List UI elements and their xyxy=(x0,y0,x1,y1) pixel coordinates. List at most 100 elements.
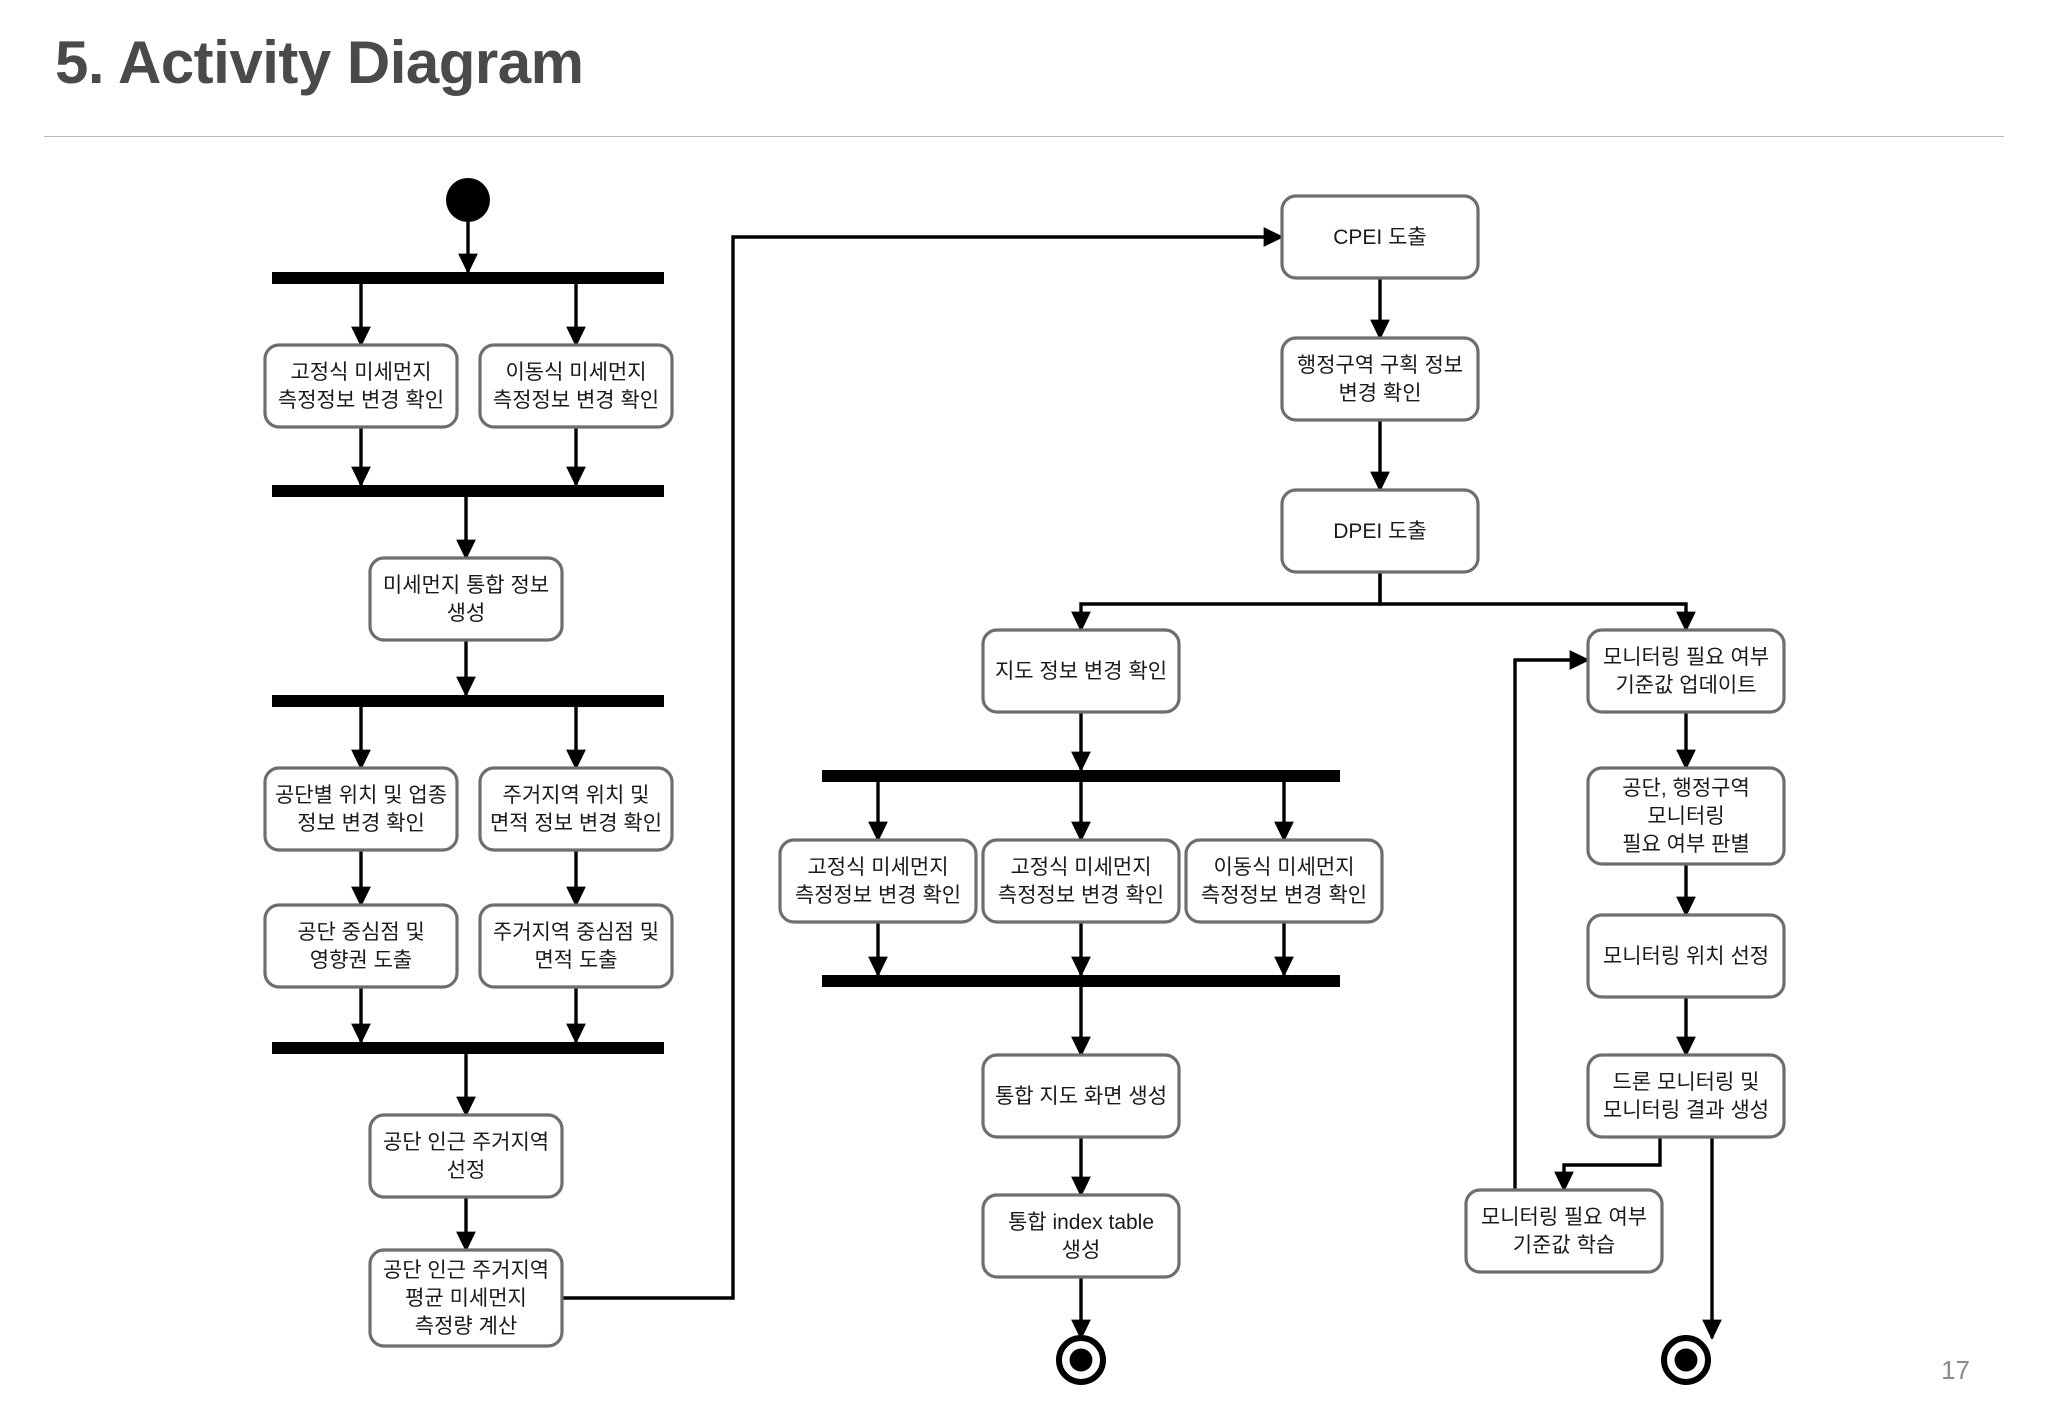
activity-node-label: 주거지역 위치 및 xyxy=(503,784,650,807)
activity-node-label: 주거지역 중심점 및 xyxy=(493,921,659,944)
edge-layer xyxy=(351,222,1722,1341)
fork-join-bar xyxy=(272,1042,664,1054)
activity-node-label: 고정식 미세먼지 xyxy=(807,856,948,879)
activity-node-label: 모니터링 필요 여부 xyxy=(1481,1206,1647,1229)
activity-node-label: 고정식 미세먼지 xyxy=(290,361,431,384)
edge-e-d5-d1 xyxy=(1513,650,1591,1190)
page-number: 17 xyxy=(1941,1355,1970,1385)
activity-node-shape xyxy=(368,1113,564,1199)
activity-node-label: DPEI 도출 xyxy=(1333,520,1427,543)
activity-node-shape xyxy=(1586,766,1786,866)
activity-node-shape xyxy=(1184,838,1384,924)
activity-node-shape xyxy=(1586,1053,1786,1139)
activity-node-label: 모니터링 결과 생성 xyxy=(1603,1099,1769,1122)
activity-node-shape xyxy=(263,343,459,429)
activity-node-label: 기준값 학습 xyxy=(1513,1234,1615,1257)
activity-node-label: 정보 변경 확인 xyxy=(297,812,425,835)
activity-node-shape xyxy=(478,343,674,429)
activity-node-shape xyxy=(1586,628,1786,714)
activity-node[interactable]: 주거지역 중심점 및면적 도출 xyxy=(478,903,674,989)
activity-node[interactable]: 주거지역 위치 및면적 정보 변경 확인 xyxy=(478,766,674,852)
activity-node-label: 면적 정보 변경 확인 xyxy=(490,812,662,835)
activity-node-shape xyxy=(478,766,674,852)
fork-join-bar xyxy=(272,272,664,284)
activity-node-shape xyxy=(263,903,459,989)
activity-node-label: 공단 인근 주거지역 xyxy=(383,1131,549,1154)
activity-node-shape xyxy=(981,628,1181,714)
edge-e-a9-b1 xyxy=(562,227,1285,1300)
activity-node-label: 변경 확인 xyxy=(1338,382,1421,405)
activity-node-label: 영향권 도출 xyxy=(310,949,412,972)
activity-node-label: 미세먼지 통합 정보 xyxy=(383,574,549,597)
activity-node-shape xyxy=(1464,1188,1664,1274)
fork-join-bar xyxy=(272,695,664,707)
activity-node-shape xyxy=(478,903,674,989)
final-node-core xyxy=(1069,1348,1093,1372)
activity-node[interactable]: 통합 지도 화면 생성 xyxy=(981,1053,1181,1139)
activity-node[interactable]: 지도 정보 변경 확인 xyxy=(981,628,1181,714)
title-divider xyxy=(44,136,2004,137)
activity-node[interactable]: 모니터링 위치 선정 xyxy=(1586,913,1786,999)
activity-node-label: 지도 정보 변경 확인 xyxy=(995,660,1167,683)
activity-node-label: 통합 index table xyxy=(1008,1211,1154,1234)
edge-e-b3-c1 xyxy=(1071,572,1382,633)
activity-node-label: 공단별 위치 및 업종 xyxy=(275,784,447,807)
final-node-ring xyxy=(1056,1335,1106,1385)
activity-node[interactable]: CPEI 도출 xyxy=(1280,194,1480,280)
activity-node[interactable]: DPEI 도출 xyxy=(1280,488,1480,574)
activity-node-shape xyxy=(981,1193,1181,1279)
activity-node-label: 이동식 미세먼지 xyxy=(1213,856,1354,879)
initial-node-icon xyxy=(446,178,490,222)
final-node-ring xyxy=(1661,1335,1711,1385)
activity-node-label: 측정정보 변경 확인 xyxy=(795,884,961,907)
activity-node-label: 기준값 업데이트 xyxy=(1615,674,1756,697)
fork-join-bar xyxy=(272,485,664,497)
page-title: 5. Activity Diagram xyxy=(55,29,584,96)
activity-node-label: 측정량 계산 xyxy=(415,1315,517,1338)
activity-node-label: 공단 중심점 및 xyxy=(297,921,425,944)
edge-e-b3-d1 xyxy=(1378,572,1696,633)
activity-node-label: 모니터링 필요 여부 xyxy=(1603,646,1769,669)
activity-node-label: 공단 인근 주거지역 xyxy=(383,1259,549,1282)
activity-node-label: 이동식 미세먼지 xyxy=(505,361,646,384)
activity-node-shape xyxy=(981,1053,1181,1139)
fork-join-bar xyxy=(822,770,1340,782)
activity-node-label: 드론 모니터링 및 xyxy=(1613,1071,1760,1094)
activity-node-label: CPEI 도출 xyxy=(1333,226,1427,249)
activity-node-label: 모니터링 xyxy=(1647,805,1724,828)
activity-node-shape xyxy=(1280,194,1480,280)
activity-node-shape xyxy=(263,766,459,852)
activity-node-shape xyxy=(981,838,1181,924)
activity-node-label: 필요 여부 판별 xyxy=(1622,833,1750,856)
activity-node-label: 면적 도출 xyxy=(534,949,617,972)
activity-node-label: 측정정보 변경 확인 xyxy=(998,884,1164,907)
final-node-icon xyxy=(1661,1335,1711,1385)
activity-node-label: 생성 xyxy=(447,602,486,625)
activity-node-label: 생성 xyxy=(1062,1239,1101,1262)
final-node-icon xyxy=(1056,1335,1106,1385)
activity-node-label: 통합 지도 화면 생성 xyxy=(995,1085,1167,1108)
final-node-core xyxy=(1674,1348,1698,1372)
activity-node-shape xyxy=(1280,336,1480,422)
activity-node-label: 고정식 미세먼지 xyxy=(1010,856,1151,879)
activity-node-label: 평균 미세먼지 xyxy=(405,1287,527,1310)
activity-node-label: 행정구역 구획 정보 xyxy=(1297,354,1463,377)
activity-node[interactable]: 통합 index table 생성 xyxy=(981,1193,1181,1279)
